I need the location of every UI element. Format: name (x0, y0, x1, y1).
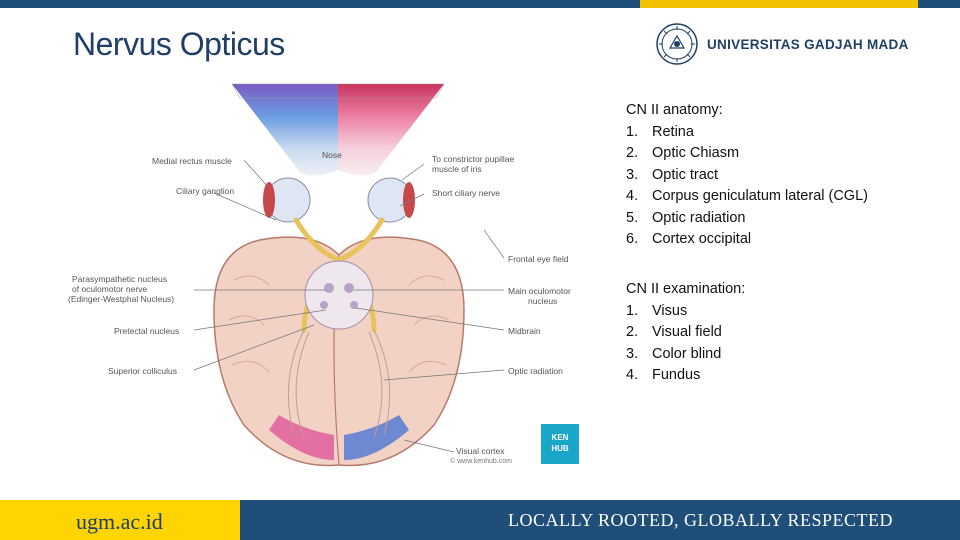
item-number: 6. (626, 231, 639, 247)
item-number: 1. (626, 123, 639, 140)
examination-section: CN II examination: 1. Visus 2. Visual fiel… (626, 279, 745, 387)
label-ciliary-ganglion: Ciliary ganglion (176, 186, 234, 196)
slide-title: Nervus Opticus (73, 26, 285, 62)
item-number: 3. (626, 345, 639, 362)
footer-url[interactable]: ugm.ac.id (76, 509, 163, 534)
optic-pathway-figure: Medial rectus muscle Nose To constrictor… (64, 80, 584, 470)
label-parasym-1: Parasympathetic nucleus (72, 274, 167, 284)
anatomy-list: 1. Retina 2. Optic Chiasm 3. Optic tract 4.… (626, 122, 868, 251)
list-item: 4. Corpus geniculatum lateral (CGL) (626, 186, 868, 208)
list-item: 4. Fundus (626, 365, 745, 387)
label-visual-cortex: Visual cortex (456, 446, 505, 456)
list-item: 1. Visus (626, 301, 745, 323)
kenhub-badge: KEN HUB (541, 424, 579, 464)
label-main-oculomotor-2: nucleus (528, 296, 557, 306)
item-text: Corpus geniculatum lateral (CGL) (652, 188, 868, 204)
top-bar (0, 0, 960, 8)
label-nose: Nose (322, 150, 342, 160)
university-seal-icon (656, 23, 698, 65)
anatomy-heading: CN II anatomy: (626, 102, 723, 118)
item-text: Optic Chiasm (652, 145, 740, 161)
label-parasym-2: of oculomotor nerve (72, 284, 147, 294)
item-number: 2. (626, 145, 639, 161)
label-short-ciliary: Short ciliary nerve (432, 188, 500, 198)
label-parasym-3: (Edinger-Westphal Nucleus) (68, 294, 174, 304)
figure-credit: © www.kenhub.com (450, 458, 512, 465)
label-medial-rectus: Medial rectus muscle (152, 156, 232, 166)
label-main-oculomotor-1: Main oculomotor (508, 286, 571, 296)
examination-heading: CN II examination: (626, 281, 746, 297)
kenhub-badge-line-1: KEN (551, 433, 569, 442)
university-logo: UNIVERSITAS GADJAH MADA (655, 22, 909, 66)
label-pretectal: Pretectal nucleus (114, 326, 179, 336)
item-text: Fundus (652, 367, 701, 383)
university-name: UNIVERSITAS GADJAH MADA (707, 36, 909, 52)
list-item: 3. Color blind (626, 344, 745, 366)
footer-slogan: LOCALLY ROOTED, GLOBALLY RESPECTED (508, 510, 894, 530)
list-item: 3. Optic tract (626, 165, 868, 187)
examination-list: 1. Visus 2. Visual field 3. Color blind 4. F… (626, 301, 745, 387)
list-item: 2. Optic Chiasm (626, 143, 868, 165)
optic-pathway-illustration: Medial rectus muscle Nose To constrictor… (68, 83, 571, 467)
label-frontal-eye: Frontal eye field (508, 254, 569, 264)
list-item: 5. Optic radiation (626, 208, 868, 230)
label-constrictor-2: muscle of iris (432, 164, 482, 174)
item-text: Visus (652, 302, 688, 319)
footer-bar: ugm.ac.id LOCALLY ROOTED, GLOBALLY RESPE… (0, 500, 960, 540)
list-item: 1. Retina (626, 122, 868, 144)
kenhub-badge-line-2: HUB (551, 444, 569, 453)
item-number: 1. (626, 302, 639, 319)
item-text: Color blind (652, 345, 722, 362)
list-item: 2. Visual field (626, 322, 745, 344)
item-text: Retina (652, 123, 694, 140)
label-constrictor: To constrictor pupillae (432, 154, 514, 164)
item-number: 2. (626, 324, 639, 340)
item-number: 4. (626, 188, 639, 204)
item-number: 3. (626, 166, 639, 183)
anatomy-section: CN II anatomy: 1. Retina 2. Optic Chiasm 3… (626, 100, 868, 251)
item-text: Optic radiation (652, 209, 746, 226)
label-optic-radiation: Optic radiation (508, 366, 563, 376)
item-text: Cortex occipital (652, 231, 752, 247)
list-item: 6. Cortex occipital (626, 229, 868, 251)
item-number: 4. (626, 367, 639, 383)
top-bar-accent (640, 0, 918, 8)
item-text: Visual field (652, 324, 722, 340)
label-midbrain: Midbrain (508, 326, 541, 336)
label-superior-colliculus: Superior colliculus (108, 366, 177, 376)
item-number: 5. (626, 209, 639, 226)
footer-url-panel: ugm.ac.id (0, 500, 240, 540)
item-text: Optic tract (652, 166, 719, 183)
